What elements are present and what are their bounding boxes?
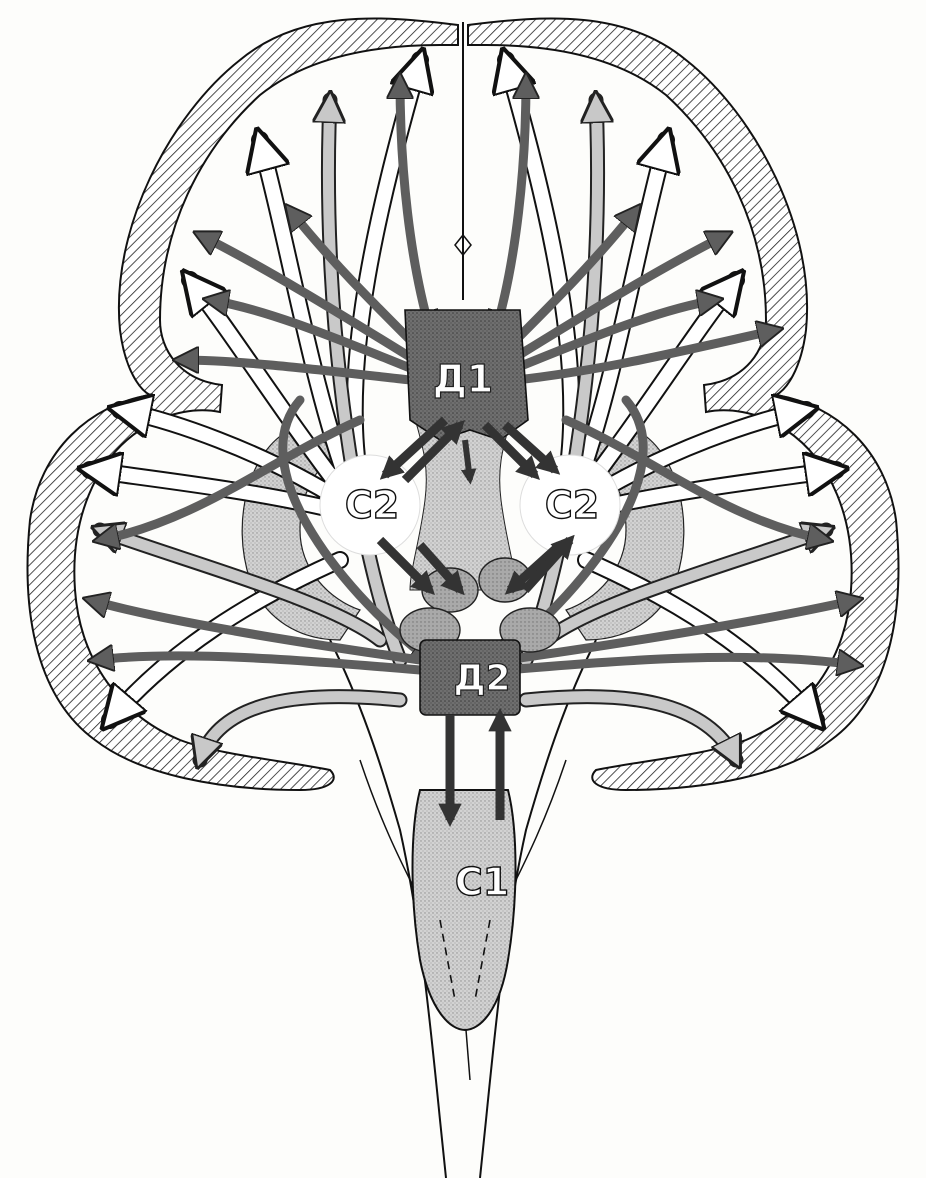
- c1-structure: [413, 790, 516, 1080]
- label-d1: Д1: [433, 357, 493, 401]
- label-c1: C1: [455, 860, 509, 904]
- label-c2-left: C2: [345, 483, 399, 527]
- label-c2-right: C2: [545, 483, 599, 527]
- d1-structure: [405, 200, 528, 440]
- label-d2: Д2: [453, 658, 510, 699]
